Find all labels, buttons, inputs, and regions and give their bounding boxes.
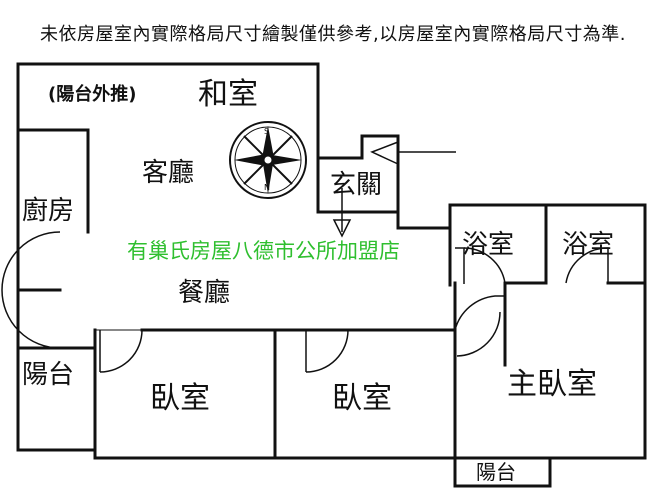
entrance-label: 玄關	[330, 170, 383, 200]
wall-top	[16, 62, 320, 160]
compass-south-label: S	[264, 127, 270, 136]
balcony-left-label: 陽台	[22, 360, 75, 390]
balcony-bottom-label: 陽台	[476, 460, 516, 484]
master-bedroom-label: 主臥室	[507, 367, 597, 402]
balcony-extended-label: (陽台外推)	[48, 84, 137, 105]
wall-bottom-right	[453, 281, 647, 460]
door-bedroom2	[305, 329, 349, 373]
entrance-arrow-down-head	[332, 219, 352, 238]
compass-north-label: N	[264, 183, 270, 192]
compass-icon	[229, 121, 307, 199]
wall-entrance-right	[396, 210, 452, 230]
japanese-room-label: 和室	[198, 77, 258, 112]
bedroom-label-1: 臥室	[150, 381, 210, 416]
watermark-text: 有巢氏房屋八德市公所加盟店	[127, 239, 400, 263]
wall-bath-top	[448, 203, 647, 285]
bathroom-label-1: 浴室	[462, 230, 515, 260]
door-master	[456, 311, 501, 357]
kitchen-label: 廚房	[22, 196, 75, 226]
door-master-arc	[454, 295, 505, 331]
entrance-arrow-head	[370, 140, 399, 166]
wall-bottom	[93, 328, 457, 460]
bedroom-label-2: 臥室	[332, 381, 392, 416]
bathroom-label-2: 浴室	[562, 230, 615, 260]
door-bath1	[463, 247, 506, 284]
disclaimer-text: 未依房屋室內實際格局尺寸繪製僅供參考,以房屋室內實際格局尺寸為準.	[40, 24, 626, 45]
door-bath2	[565, 247, 609, 284]
living-room-label: 客廳	[142, 158, 195, 188]
door-bedroom1	[99, 329, 143, 373]
door-kitchen	[1, 231, 61, 349]
wall-balcony-bottom	[453, 456, 552, 488]
wall-entrance	[316, 134, 400, 214]
dining-room-label: 餐廳	[178, 278, 231, 308]
